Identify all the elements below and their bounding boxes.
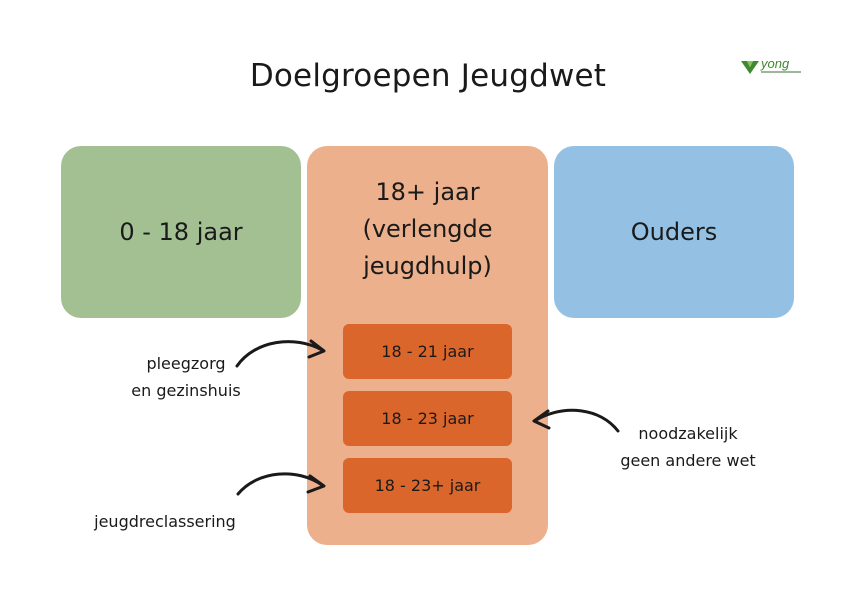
card-title: 18+ jaar (verlengde jeugdhulp) xyxy=(307,174,548,285)
annotation-noodzakelijk: noodzakelijk geen andere wet xyxy=(598,420,778,474)
logo-tagline xyxy=(761,71,801,73)
range-18-23-plus: 18 - 23+ jaar xyxy=(343,458,512,513)
card-label: 0 - 18 jaar xyxy=(119,218,243,246)
card-0-18-jaar: 0 - 18 jaar xyxy=(61,146,301,318)
card-title-line: (verlengde xyxy=(362,215,493,243)
annotation-line: pleegzorg xyxy=(146,354,226,373)
yong-logo: yong xyxy=(740,56,801,80)
card-title-line: jeugdhulp) xyxy=(363,252,492,280)
logo-leaf-icon xyxy=(741,61,759,74)
card-ouders: Ouders xyxy=(554,146,794,318)
range-18-23: 18 - 23 jaar xyxy=(343,391,512,446)
annotation-pleegzorg: pleegzorg en gezinshuis xyxy=(96,350,276,404)
annotation-line: noodzakelijk xyxy=(638,424,738,443)
logo-text: yong xyxy=(761,56,790,71)
card-label: Ouders xyxy=(630,218,718,246)
annotation-line: geen andere wet xyxy=(620,451,756,470)
annotation-jeugdreclassering: jeugdreclassering xyxy=(94,512,236,531)
card-title-line: 18+ jaar xyxy=(375,178,480,206)
arrow-pleegzorg-icon xyxy=(235,339,326,368)
page-title: Doelgroepen Jeugdwet xyxy=(249,58,607,94)
arrow-jeugdreclassering-icon xyxy=(236,472,326,496)
arrow-noodzakelijk-icon xyxy=(532,408,620,433)
range-18-21: 18 - 21 jaar xyxy=(343,324,512,379)
annotation-line: en gezinshuis xyxy=(131,381,241,400)
